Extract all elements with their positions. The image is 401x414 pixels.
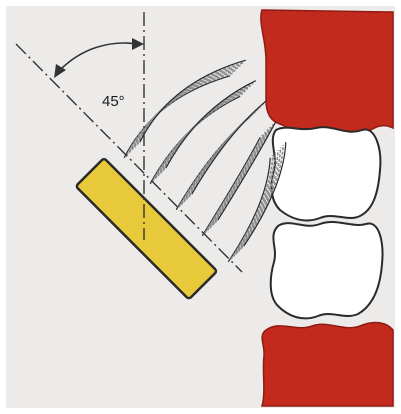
upper-tooth	[272, 127, 381, 220]
angle-label: 45°	[102, 93, 125, 110]
lower-tooth	[271, 222, 383, 318]
upper-gum	[261, 10, 393, 139]
lower-gum	[262, 323, 393, 406]
